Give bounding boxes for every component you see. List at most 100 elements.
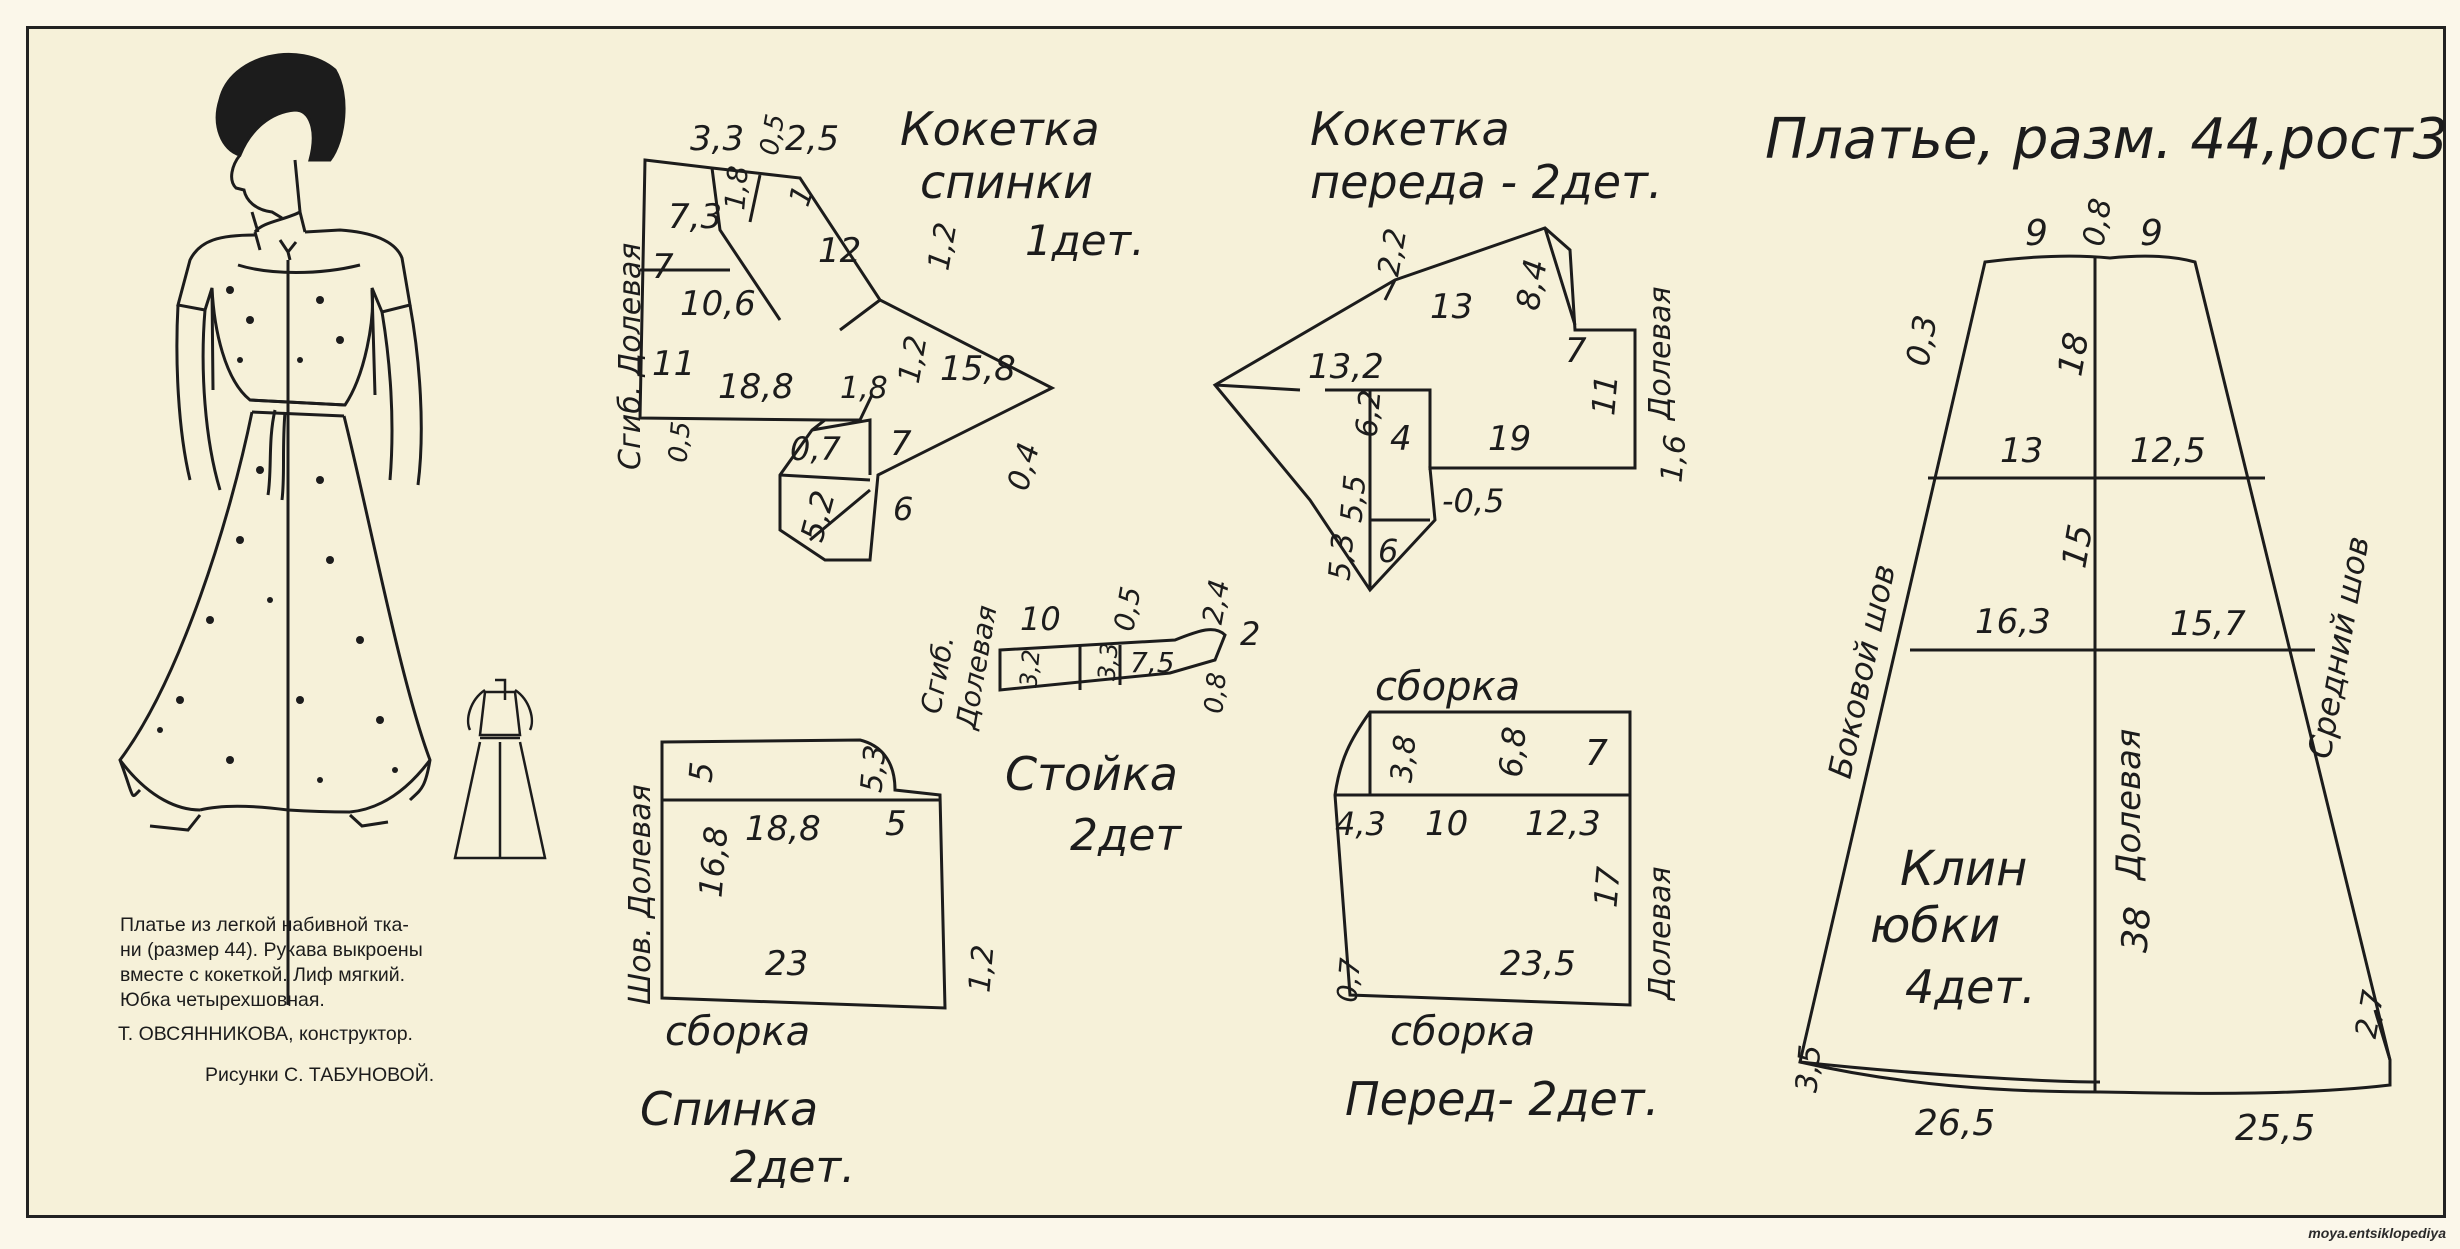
skirt-title-2: юбки	[1870, 898, 2000, 954]
m-sk-12: 3,5	[1789, 1043, 1828, 1094]
m-yf-8: 19	[1488, 419, 1531, 459]
m-yb-12: 1,8	[840, 371, 888, 406]
m-fr-7: 23,5	[1500, 944, 1576, 984]
m-sk-2: 9	[2140, 213, 2163, 254]
m-col-5: 7,5	[1130, 646, 1175, 679]
m-fr-8: 0,7	[1330, 956, 1367, 1003]
caption-line-4: Юбка четырехшовная.	[120, 989, 325, 1011]
m-fr-2: 7	[1585, 733, 1608, 774]
back-seam-grain-label: Шов. Долевая	[623, 784, 658, 1005]
m-sk-13: 26,5	[1915, 1103, 1995, 1144]
m-fr-3: 4,3	[1335, 805, 1386, 843]
m-yb-3: 7,3	[668, 197, 722, 237]
m-sk-0: 9	[2025, 213, 2048, 254]
m-sk-8: 16,3	[1975, 602, 2051, 642]
main-title: Платье, разм. 44,рост3	[1765, 107, 2448, 172]
front-yoke-title-1: Кокетка	[1310, 102, 1510, 156]
collar-piece	[998, 628, 1227, 692]
front-gather-bottom-label: сборка	[1390, 1009, 1535, 1055]
m-sk-6: 12,5	[2130, 431, 2206, 471]
caption-block: Платье из легкой набивной тка- ни (разме…	[120, 913, 540, 1013]
back-title-text: Спинка	[640, 1082, 818, 1136]
m-sk-3: 0,3	[1898, 312, 1944, 369]
m-col-0: 10	[1020, 600, 1061, 638]
m-fr-0: 3,8	[1384, 733, 1423, 784]
collar-title: Стойка 2дет	[1005, 747, 1182, 861]
m-fr-6: 17	[1586, 864, 1627, 909]
m-col-4: 3,3	[1093, 641, 1124, 681]
m-bk-3: 5	[885, 804, 907, 844]
front-yoke-title-2: переда - 2дет.	[1310, 155, 1663, 209]
back-piece	[660, 738, 947, 1010]
m-sk-7: 15	[2055, 521, 2102, 571]
back-yoke-title: Кокетка спинки 1дет.	[900, 102, 1144, 265]
m-yb-10: 11	[652, 344, 695, 384]
m-col-3: 3,2	[1014, 648, 1045, 688]
skirt-piece	[1798, 254, 2392, 1095]
m-col-2: 2,4	[1196, 577, 1236, 627]
m-yb-5: 12	[818, 231, 861, 271]
front-gather-top-label: сборка	[1375, 664, 1520, 710]
m-sk-4: 18	[2051, 329, 2098, 379]
front-title: Перед- 2дет.	[1345, 1072, 1659, 1126]
small-dress-sketch	[453, 678, 547, 860]
m-yb-13: 1,2	[892, 333, 935, 386]
back-gather-label: сборка	[665, 1009, 810, 1055]
m-fr-5: 12,3	[1525, 804, 1601, 844]
m-yf-7: 4	[1390, 419, 1412, 459]
m-col-7: 0,8	[1199, 671, 1232, 715]
caption-line-3: вместе с кокеткой. Лиф мягкий.	[120, 964, 406, 986]
m-yb-18: 5,2	[793, 487, 843, 546]
back-measurements: 5 5,3 18,8 5 16,8 23 1,2	[681, 743, 1001, 994]
m-fr-4: 10	[1425, 804, 1468, 844]
back-title: Спинка 2дет.	[640, 1082, 855, 1193]
skirt-measurements: 9 0,8 9 0,3 18 13 12,5 15 16,3 15,7 38 2…	[1789, 196, 2391, 1149]
caption-line-2: ни (размер 44). Рукава выкроены	[120, 939, 423, 961]
m-yf-12: 5,3	[1322, 531, 1361, 582]
caption-line-1: Платье из легкой набивной тка-	[120, 914, 409, 936]
m-yb-7: 7	[652, 247, 674, 287]
m-yf-2: 8,4	[1509, 256, 1555, 313]
m-sk-14: 25,5	[2235, 1108, 2315, 1149]
illustrator-credit: Рисунки С. ТАБУНОВОЙ.	[205, 1064, 435, 1086]
m-fr-1: 6,8	[1491, 725, 1533, 779]
m-yf-11: 1,6	[1654, 433, 1693, 484]
collar-title-text: Стойка	[1005, 747, 1178, 801]
m-yf-10: -0,5	[1442, 482, 1504, 520]
constructor-credit: Т. ОВСЯННИКОВА, конструктор.	[118, 1023, 413, 1045]
m-yb-14: 15,8	[940, 349, 1016, 389]
m-col-1: 0,5	[1107, 584, 1147, 634]
skirt-count: 4дет.	[1905, 960, 2036, 1014]
back-yoke-count: 1дет.	[1025, 216, 1144, 265]
m-sk-11: 2,7	[2349, 988, 2392, 1041]
m-sk-9: 15,7	[2170, 604, 2246, 644]
m-sk-1: 0,8	[2076, 196, 2119, 249]
m-yb-6: 1,2	[922, 220, 965, 273]
m-yf-3: 7	[1565, 331, 1587, 371]
m-sk-5: 13	[2000, 431, 2043, 471]
m-yb-16: 0,7	[790, 430, 842, 468]
back-count: 2дет.	[730, 1142, 855, 1193]
page-frame	[26, 26, 2446, 1218]
m-yf-0: 2,2	[1371, 226, 1414, 279]
m-yb-4: 1,8	[718, 164, 755, 211]
front-yoke-title: Кокетка переда - 2дет.	[1310, 102, 1663, 209]
m-bk-4: 16,8	[691, 825, 735, 899]
m-yb-2: 2,5	[785, 119, 839, 159]
front-grain-label: Долевая	[1643, 866, 1678, 1002]
m-bk-0: 5	[681, 760, 721, 784]
back-yoke-title-1: Кокетка	[900, 102, 1100, 156]
m-col-6: 2	[1240, 615, 1260, 653]
m-bk-1: 5,3	[854, 743, 893, 794]
back-yoke-piece	[638, 158, 1056, 562]
m-yf-1: 13	[1430, 287, 1473, 327]
m-yb-0: 3,3	[690, 119, 744, 159]
watermark: moya.entsiklopediya	[2308, 1225, 2446, 1241]
m-yf-9: 5,5	[1334, 473, 1373, 524]
m-sk-10: 38	[2114, 905, 2159, 954]
collar-grain-label: Долевая	[949, 603, 1003, 733]
skirt-center-seam-label: Средний шов	[2300, 533, 2376, 761]
m-yf-4: 13,2	[1308, 347, 1384, 387]
m-yb-1: 0,5	[755, 112, 792, 158]
